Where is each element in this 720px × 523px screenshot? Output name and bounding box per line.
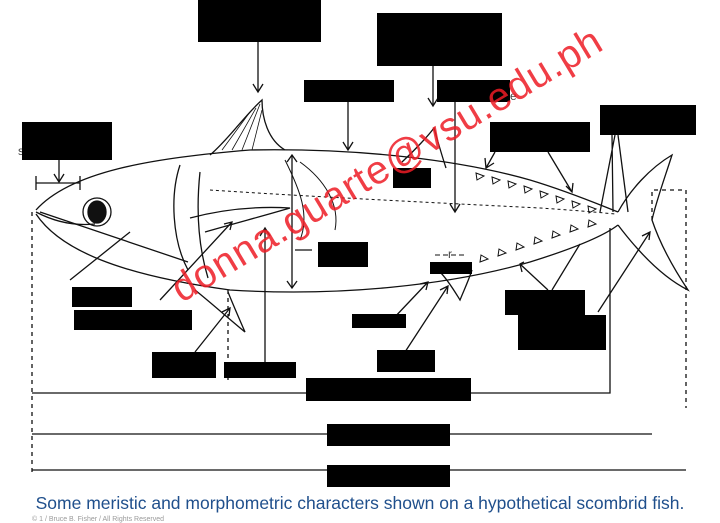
leader-finlets-dorsal-a: [485, 152, 495, 168]
redacted-label-ventral-finlets: [505, 290, 585, 315]
redacted-label-pelvic: [152, 352, 216, 378]
anal-fin: [440, 270, 472, 300]
leader-second-dorsal: [428, 66, 438, 106]
redacted-label-fork-length: [327, 424, 450, 446]
fish-body-outline: [36, 150, 618, 292]
redacted-label-caudal: [518, 315, 606, 350]
redacted-label-anal-fin: [377, 350, 435, 372]
leader-first-dorsal: [253, 42, 263, 92]
redacted-label-first-dorsal: [198, 0, 321, 42]
redacted-labels: [22, 0, 696, 487]
fragment-e: e: [510, 89, 517, 103]
leader-snout: [54, 160, 64, 182]
redacted-label-body-depth: [318, 242, 368, 267]
leader-corselet: [343, 102, 353, 150]
leader-caudal-keels: [600, 135, 628, 212]
redacted-label-predorsal: [224, 362, 296, 378]
leader-finlets-ventral: [520, 244, 580, 290]
leader-finlets-dorsal-b: [548, 152, 573, 192]
leader-head: [70, 232, 130, 280]
redacted-label-total-length: [327, 465, 450, 487]
label-fragments: e s r: [18, 89, 517, 261]
redacted-label-corselet: [304, 80, 394, 102]
fish-diagram: e s r: [0, 0, 720, 493]
copyright-notice: © 1 / Bruce B. Fisher / All Rights Reser…: [32, 516, 164, 523]
operculum: [174, 165, 208, 278]
snout-length-bracket: [36, 176, 80, 190]
dorsal-fin-spines: [222, 104, 262, 150]
redacted-label-dorsal-count: [393, 168, 431, 188]
redacted-label-lateral-line: [437, 80, 510, 102]
leader-predorsal: [260, 228, 270, 365]
caudal-fin: [618, 155, 688, 290]
eye-pupil: [88, 201, 106, 223]
redacted-label-snout: [22, 122, 112, 160]
second-dorsal-fin: [402, 128, 446, 168]
leader-anal-fin: [405, 286, 448, 352]
pectoral-fin: [190, 207, 290, 232]
redacted-label-pectoral: [74, 310, 192, 330]
figure-caption: Some meristic and morphometric character…: [0, 493, 720, 514]
first-dorsal-fin: [210, 100, 285, 155]
dorsal-finlets: [476, 173, 596, 213]
lateral-line: [210, 190, 615, 214]
pelvic-fin: [195, 290, 245, 332]
redacted-label-second-dorsal: [377, 13, 502, 66]
fragment-mark: r: [448, 247, 452, 261]
leader-pelvic: [195, 308, 230, 352]
redacted-label-head: [72, 287, 132, 307]
head-length-line: [40, 212, 188, 262]
fish-outline: [36, 100, 688, 332]
redacted-label-anal: [352, 314, 406, 328]
redacted-label-standard-length: [306, 378, 471, 401]
fork-length-line: [652, 190, 686, 408]
leader-lateral-line: [450, 102, 460, 212]
ventral-finlets: [480, 220, 596, 262]
redacted-label-anal-marks: [430, 262, 472, 274]
redacted-label-caudal-keels: [600, 105, 696, 135]
redacted-label-finlets: [490, 122, 590, 152]
leader-caudal-fin: [598, 232, 650, 312]
